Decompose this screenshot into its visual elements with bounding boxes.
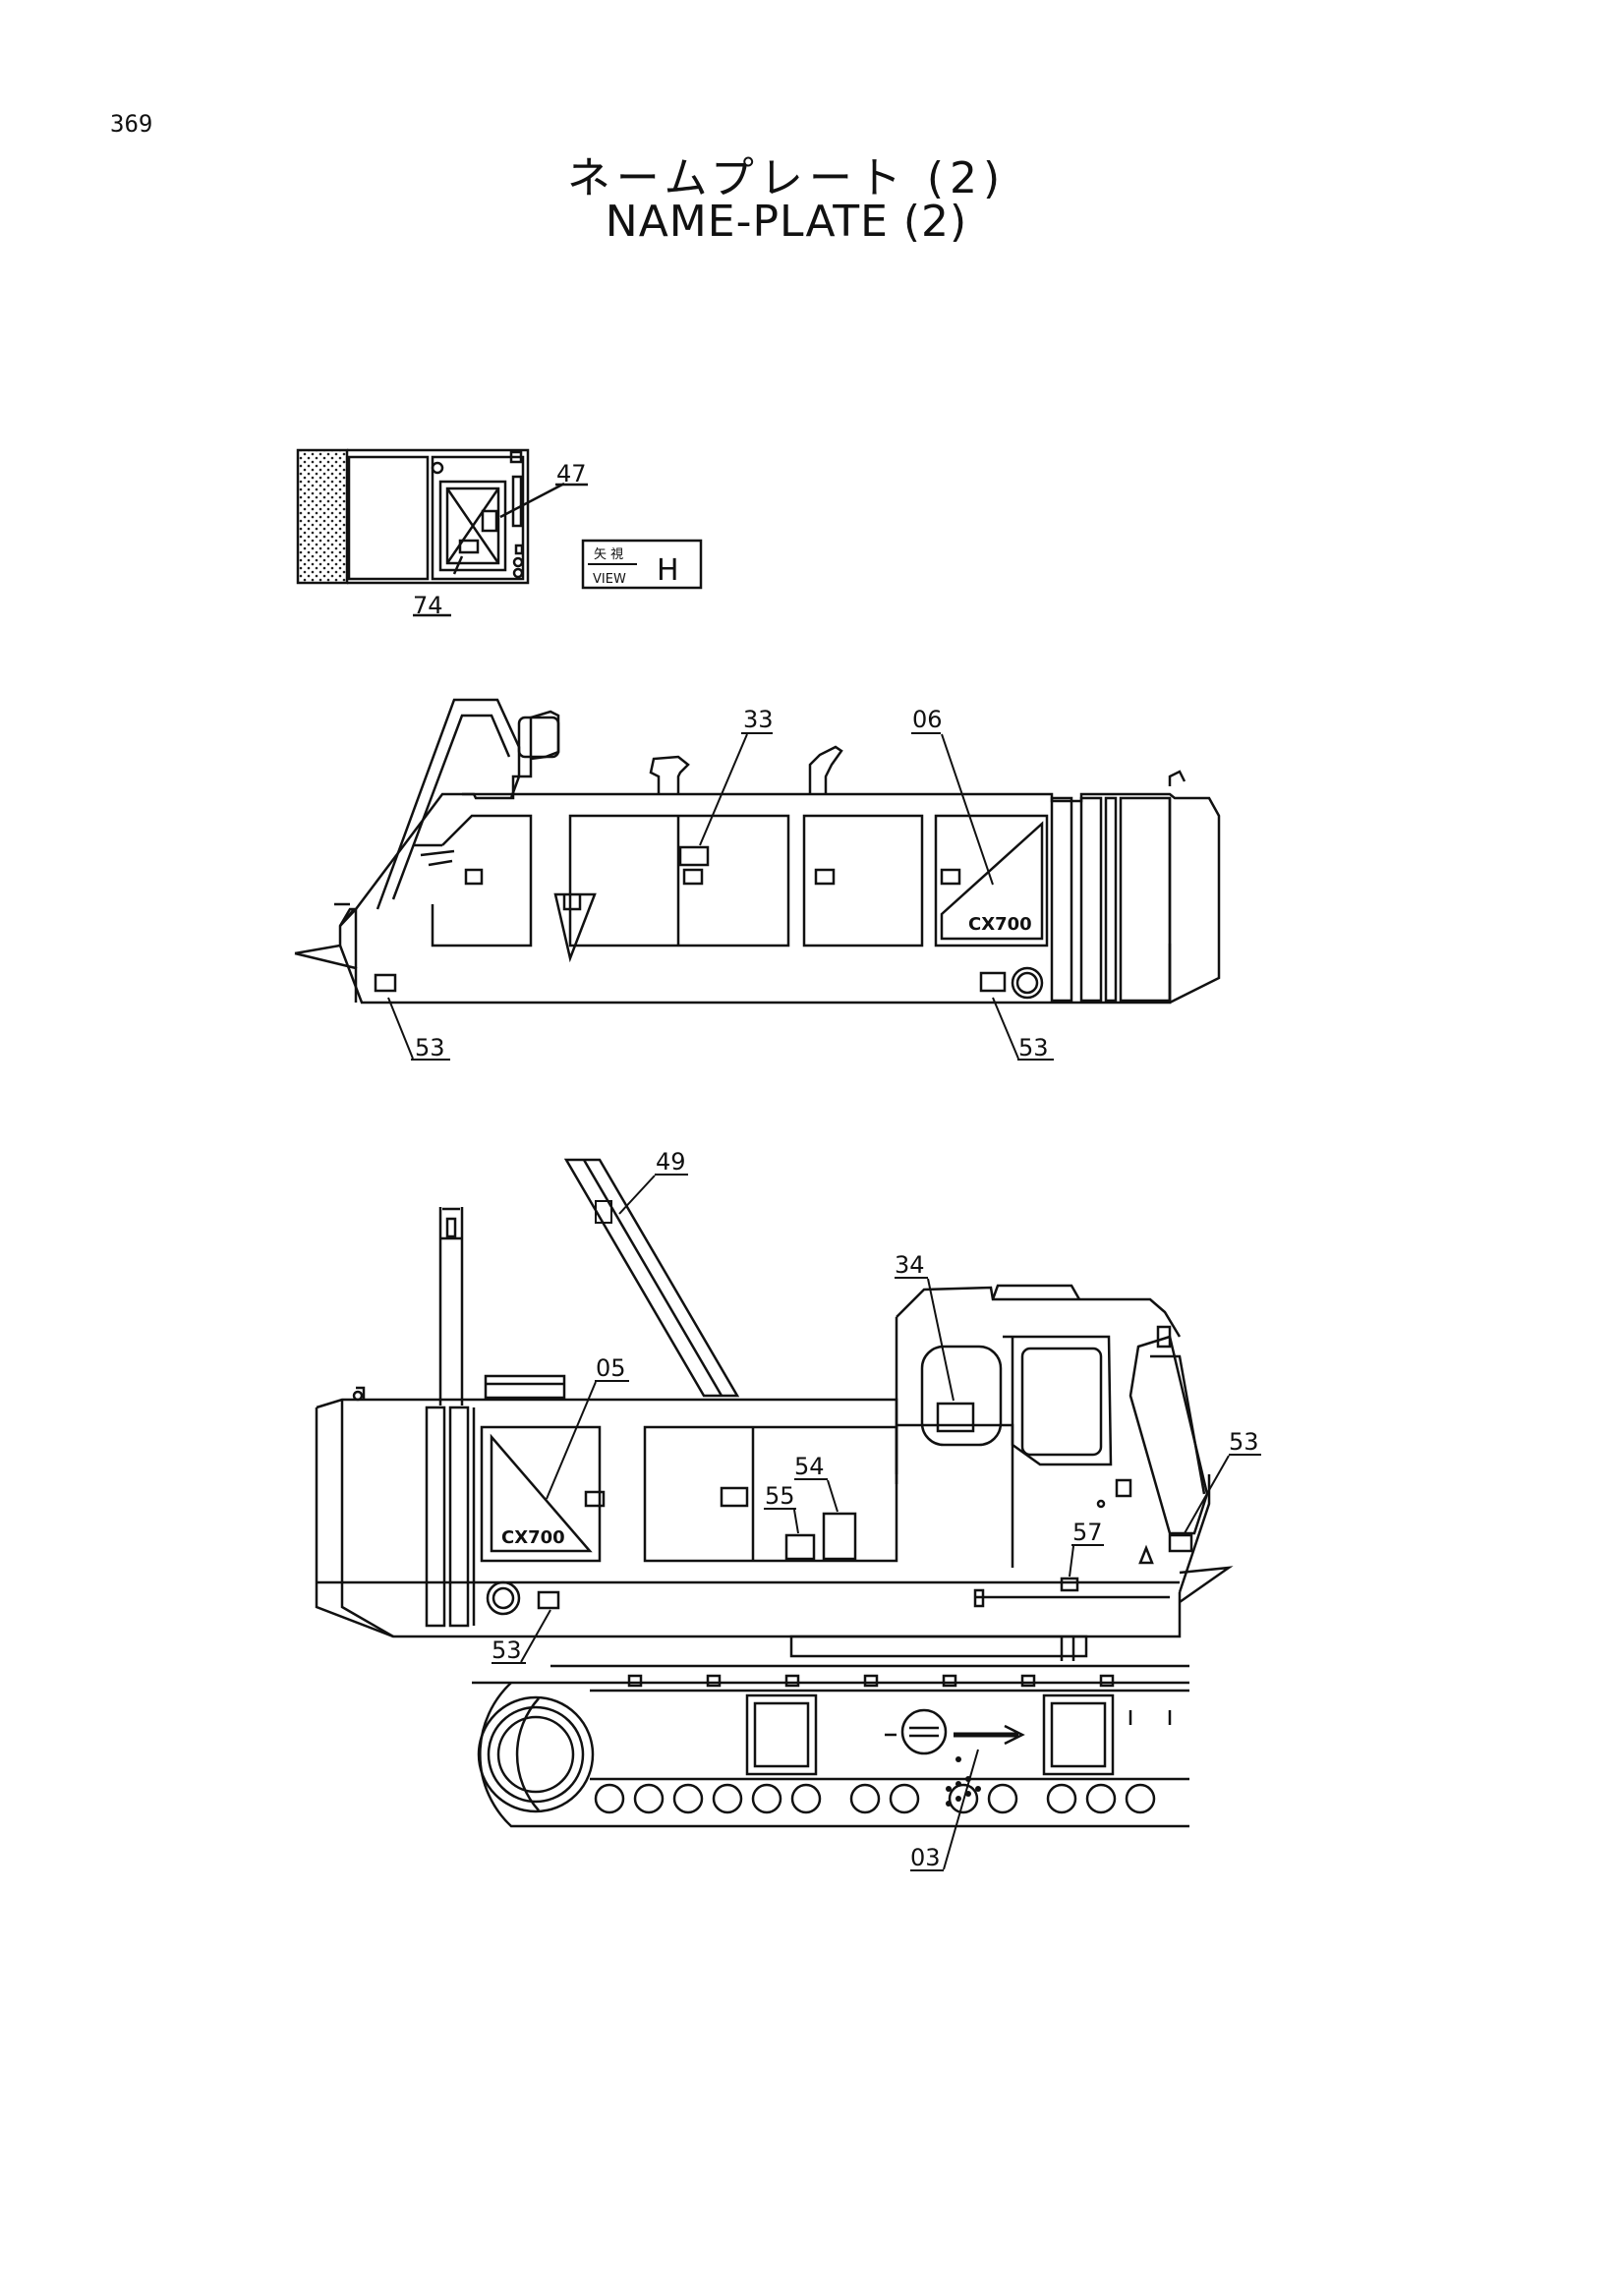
callout-54: 54 <box>794 1453 825 1480</box>
page-number: 369 <box>110 110 153 138</box>
brand-plate-top: CX700 <box>968 914 1032 935</box>
view-h-detail <box>296 448 588 617</box>
callout-53-bottom: 53 <box>492 1636 522 1664</box>
callout-74: 74 <box>413 592 443 619</box>
callout-03: 03 <box>910 1844 941 1871</box>
callout-33: 33 <box>743 706 774 733</box>
callout-06: 06 <box>912 706 943 733</box>
callout-53-top-left: 53 <box>415 1034 445 1062</box>
view-label-en: VIEW <box>593 572 626 587</box>
title-english: NAME-PLATE (2) <box>605 197 968 247</box>
callout-34: 34 <box>895 1251 925 1279</box>
view-label-jp: 矢 視 <box>594 547 623 562</box>
callout-55: 55 <box>765 1482 795 1510</box>
callout-05: 05 <box>596 1354 626 1382</box>
callout-49: 49 <box>656 1148 686 1176</box>
callout-47: 47 <box>556 460 587 488</box>
upper-structure-side-view <box>294 698 1221 1004</box>
view-h-label-box <box>581 539 703 590</box>
title-japanese: ネームプレート (2) <box>566 153 1007 203</box>
machine-left-side-view <box>315 1158 1234 1828</box>
view-label-letter: H <box>657 553 679 588</box>
brand-plate-bottom: CX700 <box>501 1527 565 1548</box>
callout-53-top-right: 53 <box>1018 1034 1049 1062</box>
detail-marks <box>946 1756 981 1807</box>
leader-lines <box>387 732 1261 1871</box>
callout-57: 57 <box>1072 1519 1103 1546</box>
callout-53-cab: 53 <box>1229 1428 1259 1456</box>
